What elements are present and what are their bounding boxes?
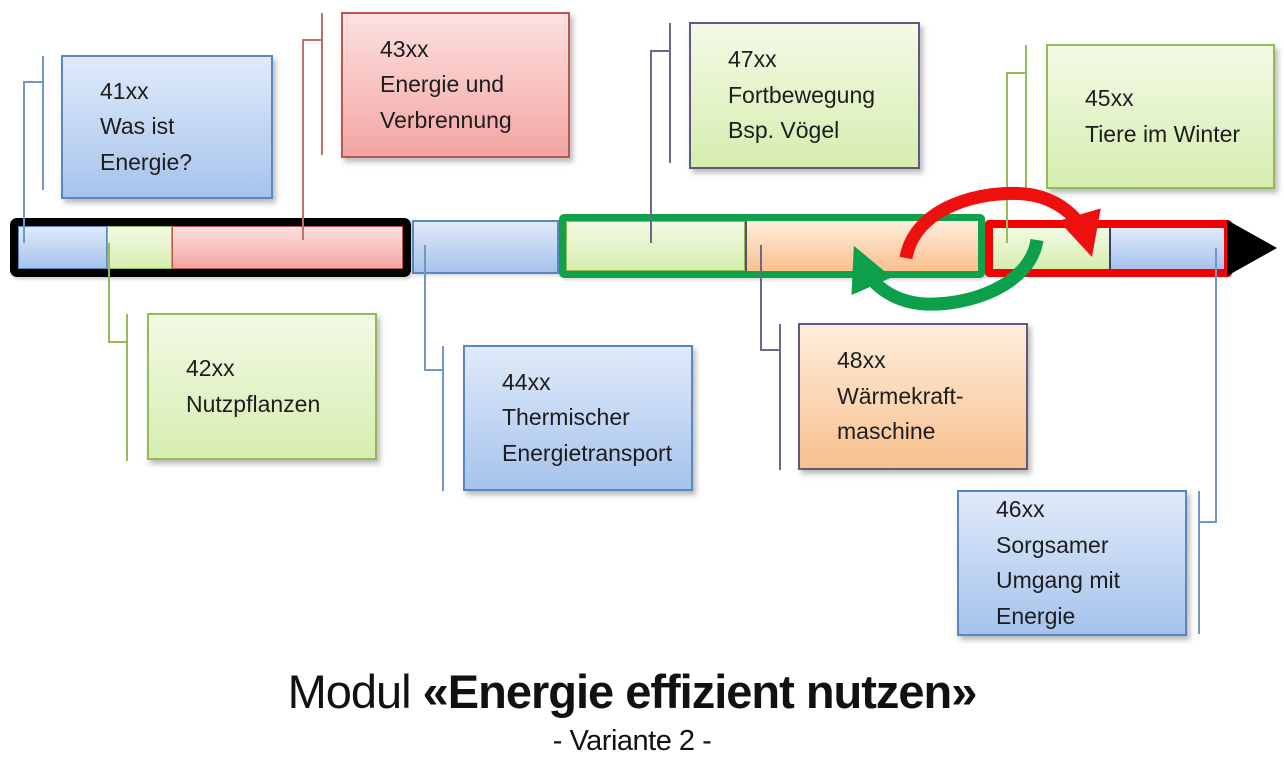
timeline-end-arrowhead-icon	[1227, 220, 1277, 276]
timeline-phase-red	[985, 220, 1232, 277]
title-block: Modul «Energie effizient nutzen» - Varia…	[0, 664, 1264, 758]
connector-45xx	[1006, 45, 1027, 243]
unit-box-45xx: 45xx Tiere im Winter	[1046, 44, 1275, 189]
unit-box-47xx: 47xx Fortbewegung Bsp. Vögel	[689, 22, 920, 169]
connector-47xx	[650, 23, 671, 243]
segment-47xx-green	[566, 221, 745, 271]
connector-43xx	[302, 13, 323, 240]
variant-subtitle: - Variante 2 -	[552, 725, 712, 757]
segment-42xx-green	[107, 226, 172, 269]
timeline-phase-green	[559, 214, 985, 278]
module-title-prefix: Modul	[287, 665, 423, 718]
timeline-phase-black	[10, 218, 411, 277]
segment-48xx-orange	[745, 221, 978, 271]
segment-41xx-blue	[18, 226, 107, 269]
unit-box-46xx: 46xx Sorgsamer Umgang mit Energie	[957, 490, 1187, 636]
connector-48xx	[760, 245, 781, 470]
connector-44xx	[424, 245, 444, 491]
unit-box-41xx: 41xx Was ist Energie?	[61, 55, 273, 199]
unit-box-42xx: 42xx Nutzpflanzen	[147, 313, 377, 460]
segment-46xx-blue	[1109, 228, 1224, 269]
module-title-name: «Energie effizient nutzen»	[422, 665, 978, 718]
unit-box-43xx: 43xx Energie und Verbrennung	[341, 12, 570, 158]
connector-41xx	[23, 56, 44, 243]
segment-45xx-green	[993, 228, 1109, 269]
segment-44xx-blue	[412, 220, 559, 274]
connector-46xx	[1198, 248, 1217, 634]
unit-box-44xx: 44xx Thermischer Energietransport	[463, 345, 693, 491]
segment-43xx-red	[172, 226, 403, 269]
module-title: Modul «Energie effizient nutzen»	[0, 664, 1264, 719]
unit-box-48xx: 48xx Wärmekraft- maschine	[798, 323, 1028, 470]
